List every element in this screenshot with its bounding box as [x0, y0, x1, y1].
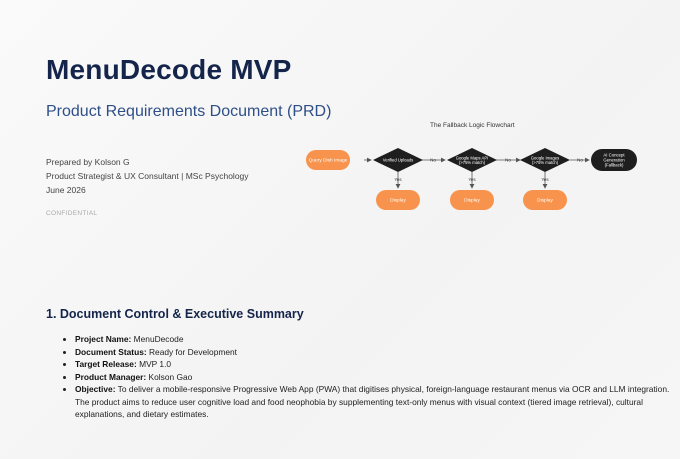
item-label: Target Release:: [75, 359, 137, 369]
decision-3-label: Google Images: [531, 156, 559, 161]
decision-1-label: Verified Uploads: [383, 158, 414, 163]
item-label: Objective:: [75, 384, 116, 394]
item-value: Ready for Development: [146, 346, 237, 357]
list-item: Product Manager: Kolson Gao: [75, 371, 675, 384]
display-node-2: [450, 190, 494, 210]
item-value: To deliver a mobile-responsive Progressi…: [75, 384, 670, 419]
display-node-1: [376, 190, 420, 210]
author-role: Product Strategist & UX Consultant | MSc…: [46, 171, 249, 181]
decision-google-maps: [447, 148, 497, 172]
decision-3-sub: (>75% match): [532, 160, 559, 165]
item-label: Product Manager:: [75, 371, 147, 382]
item-label: Project Name:: [75, 334, 132, 344]
display-label-1: Display: [390, 198, 406, 204]
ai-fallback-node: [591, 149, 637, 171]
yes-label-3: Yes: [541, 177, 549, 182]
display-label-2: Display: [464, 198, 480, 204]
no-label-1: No: [430, 158, 436, 163]
summary-list: Project Name: MenuDecode Document Status…: [46, 333, 675, 421]
no-label-3: No: [577, 158, 583, 163]
end-line-2: Generation: [603, 158, 625, 163]
confidential-label: CONFIDENTIAL: [46, 210, 98, 217]
list-item: Objective: To deliver a mobile-responsiv…: [75, 383, 675, 421]
list-item: Document Status: Ready for Development: [75, 346, 675, 359]
display-label-3: Display: [537, 198, 553, 204]
display-node-3: [523, 190, 567, 210]
list-item: Target Release: MVP 1.0: [75, 358, 675, 371]
start-node-label: Query Dish Image: [309, 158, 348, 164]
decision-google-images: [520, 148, 570, 172]
document-title: MenuDecode MVP: [46, 54, 292, 85]
no-label-2: No: [505, 158, 511, 163]
start-node: [306, 150, 350, 170]
item-label: Document Status:: [75, 346, 147, 357]
list-item: Project Name: MenuDecode: [75, 333, 675, 346]
item-value: MenuDecode: [131, 334, 184, 344]
fallback-flowchart: No No No Yes Yes Yes Query Dish Image Ve…: [300, 140, 650, 220]
end-line-3: (Fallback): [605, 163, 624, 168]
prepared-by: Prepared by Kolson G: [46, 157, 130, 167]
decision-2-sub: (>75% match): [459, 160, 486, 165]
document-subtitle: Product Requirements Document (PRD): [46, 103, 332, 120]
yes-label-2: Yes: [468, 177, 476, 182]
section-heading: 1. Document Control & Executive Summary: [46, 307, 304, 321]
flowchart-title: The Fallback Logic Flowchart: [430, 122, 515, 129]
decision-2-label: Google Maps API: [456, 156, 489, 161]
item-value: MVP 1.0: [136, 359, 172, 369]
end-line-1: AI Concept: [603, 153, 625, 158]
yes-label-1: Yes: [394, 177, 402, 182]
decision-verified-uploads: [373, 148, 423, 172]
item-value: Kolson Gao: [146, 371, 193, 382]
document-meta: Prepared by Kolson G Product Strategist …: [46, 155, 249, 197]
document-date: June 2026: [46, 185, 86, 195]
